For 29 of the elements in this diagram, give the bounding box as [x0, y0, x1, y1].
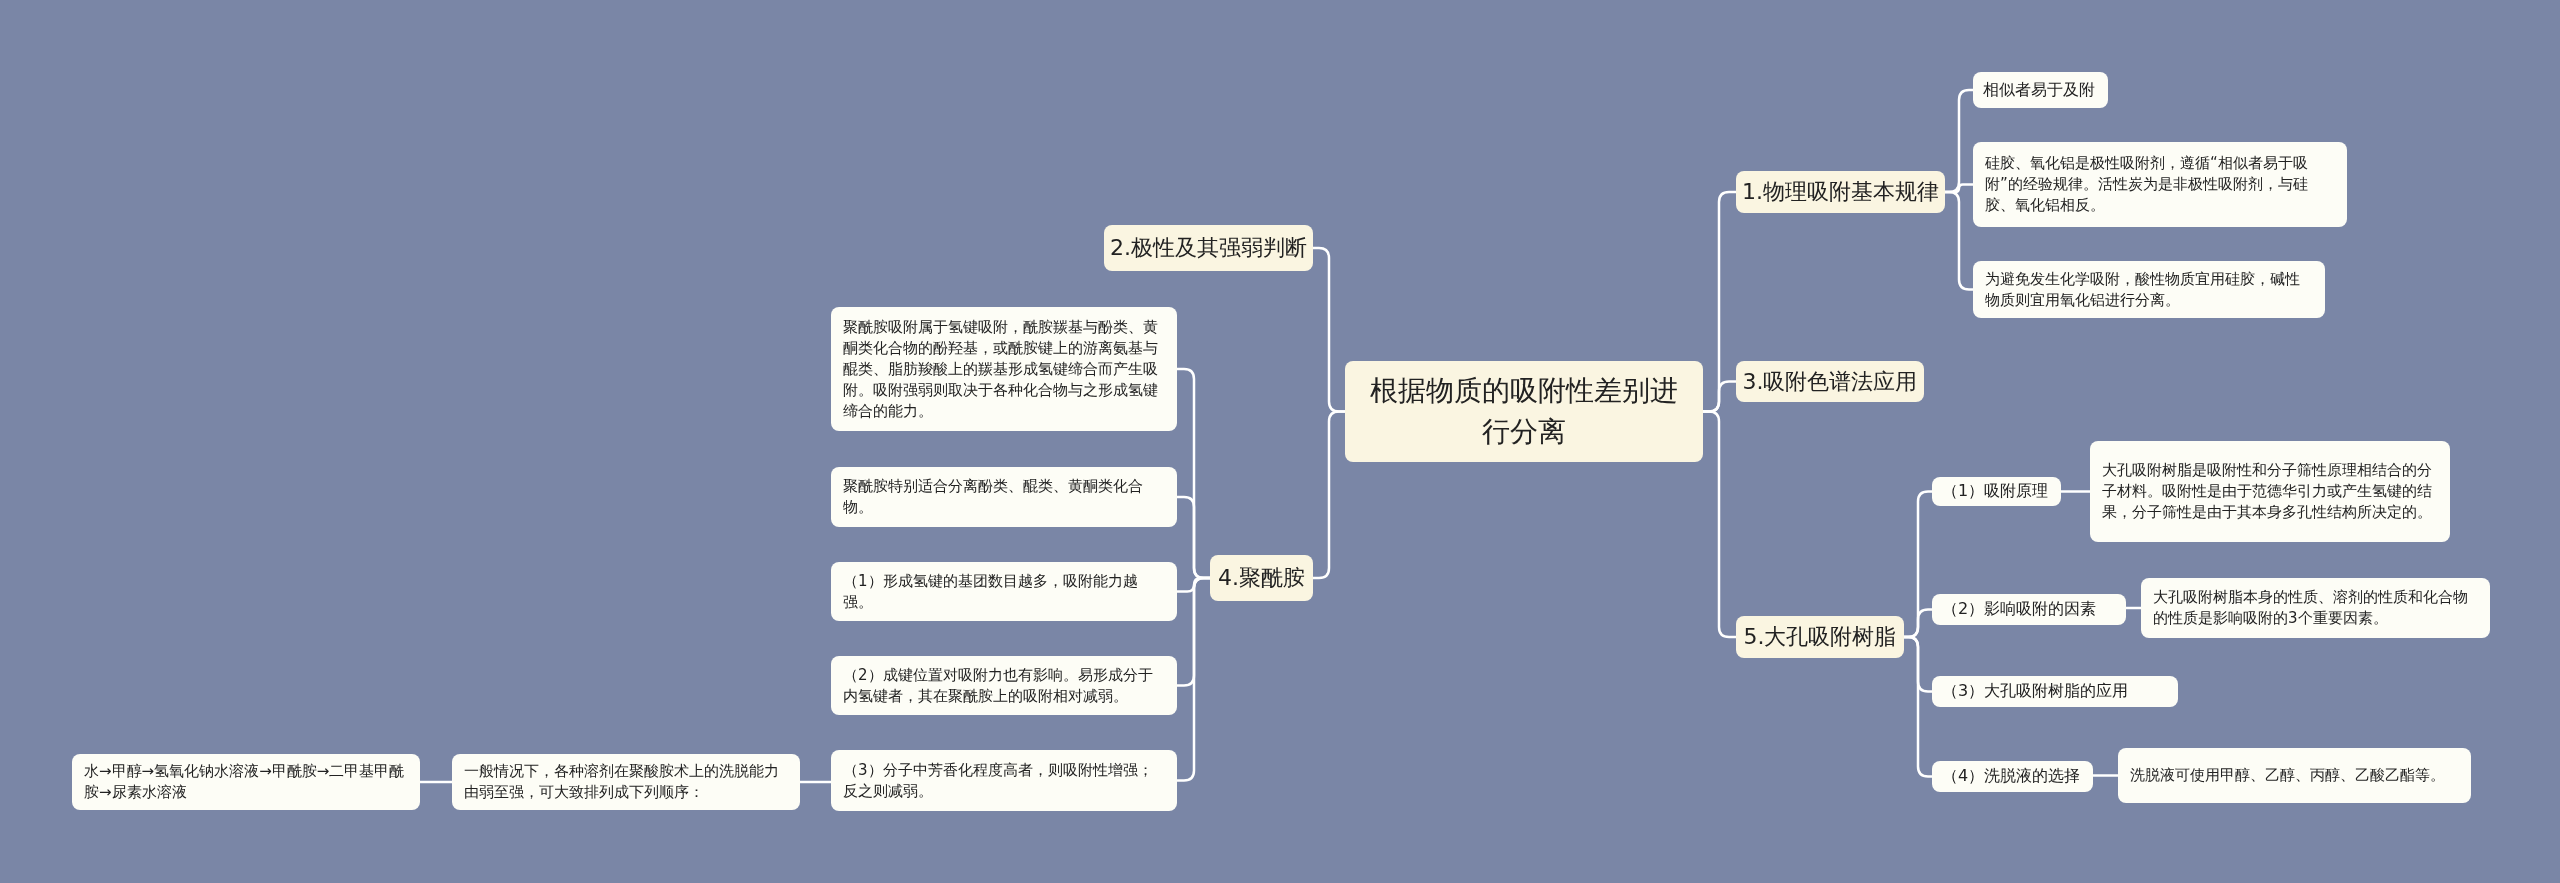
detail-box: 聚酰胺特别适合分离酚类、醌类、黄酮类化合物。 — [831, 467, 1177, 527]
detail-box: （2）成键位置对吸附力也有影响。易形成分于内氢键者，其在聚酰胺上的吸附相对减弱。 — [831, 656, 1177, 715]
detail-box: （1）形成氢键的基团数目越多，吸附能力越强。 — [831, 562, 1177, 621]
connector-line — [1945, 190, 1973, 291]
detail-box: 硅胶、氧化铝是极性吸附剂，遵循“相似者易于吸附”的经验规律。活性炭为是非极性吸附剂，与硅胶、氧化铝相反。 — [1973, 142, 2347, 227]
connector-line — [2061, 490, 2090, 493]
detail-box: 一般情况下，各种溶剂在聚酸胺术上的洗脱能力由弱至强，可大致排列成下列顺序： — [452, 754, 800, 810]
connector-line — [1904, 635, 1932, 778]
subtopic-box: （2）影响吸附的因素 — [1932, 594, 2126, 625]
connector-line — [800, 780, 831, 784]
branch-topic-box: 1.物理吸附基本规律 — [1736, 171, 1945, 213]
subtopic-box: （1）吸附原理 — [1932, 477, 2061, 506]
connector-line — [2093, 774, 2118, 777]
branch-topic-box: 3.吸附色谱法应用 — [1736, 361, 1924, 402]
detail-box: 相似者易于及附 — [1973, 72, 2108, 108]
detail-box: 为避免发生化学吸附，酸性物质宜用硅胶，碱性物质则宜用氧化铝进行分离。 — [1973, 261, 2325, 318]
branch-topic-box: 5.大孔吸附树脂 — [1736, 616, 1904, 658]
central-topic-box: 根据物质的吸附性差别进行分离 — [1345, 361, 1703, 462]
detail-box: 聚酰胺吸附属于氢键吸附，酰胺羰基与酚类、黄酮类化合物的酚羟基，或酰胺键上的游离氨基与醌类、脂肪羧酸上的羰基形成氢键缔合而产生吸附。吸附强弱则取决于各种化合物与之形成氢键缔合的能力。 — [831, 307, 1177, 431]
subtopic-box: （4）洗脱液的选择 — [1932, 761, 2093, 792]
detail-box: （3）分子中芳香化程度高者，则吸附性增强；反之则减弱。 — [831, 750, 1177, 811]
subtopic-box: （3）大孔吸附树脂的应用 — [1932, 676, 2178, 707]
detail-box: 大孔吸附树脂是吸附性和分子筛性原理相结合的分子材料。吸附性是由于范德华引力或产生氢键的结果，分子筛性是由于其本身多孔性结构所决定的。 — [2090, 441, 2450, 542]
detail-box: 洗脱液可使用甲醇、乙醇、丙醇、乙酸乙酯等。 — [2118, 748, 2471, 803]
branch-topic-box: 4.聚酰胺 — [1210, 555, 1313, 601]
detail-box: 大孔吸附树脂本身的性质、溶剂的性质和化合物的性质是影响吸附的3个重要因素。 — [2141, 578, 2490, 638]
branch-topic-box: 2.极性及其强弱判断 — [1104, 225, 1313, 271]
detail-box: 水→甲醇→氢氧化钠水溶液→甲酰胺→二甲基甲酰胺→尿素水溶液 — [72, 754, 420, 810]
connector-line — [420, 780, 452, 784]
